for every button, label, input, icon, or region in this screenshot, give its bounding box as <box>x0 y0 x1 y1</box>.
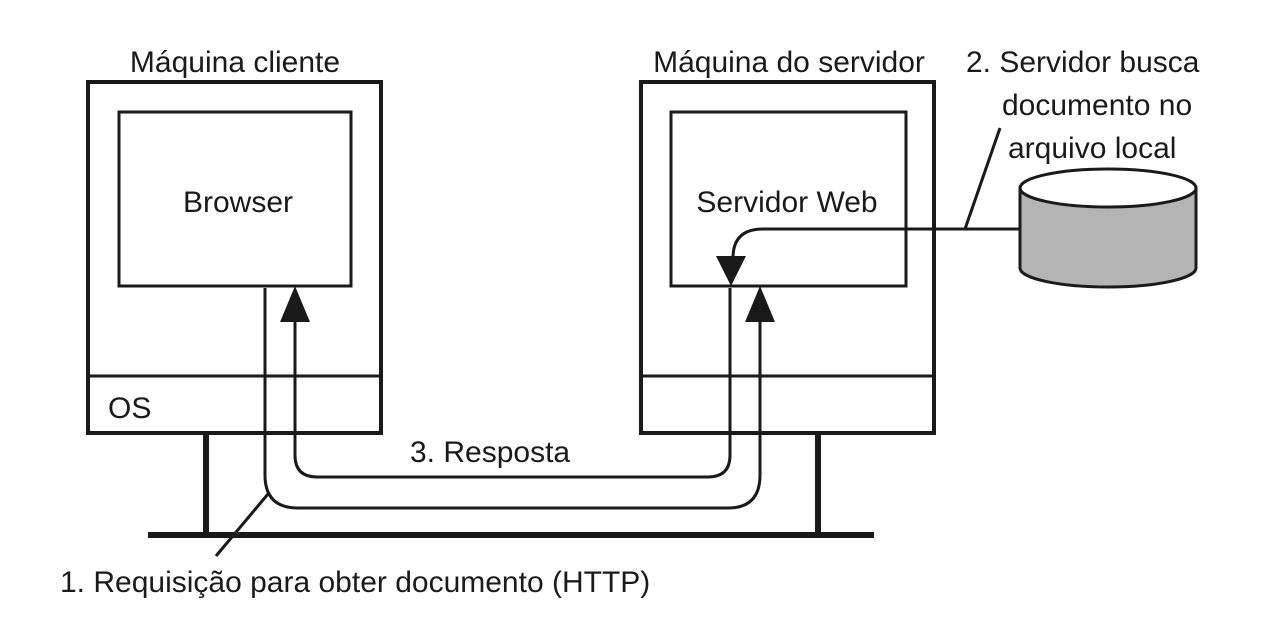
client-machine-title: Máquina cliente <box>130 46 340 79</box>
step2-label-line2: documento no <box>1002 89 1192 122</box>
step1-leader-line <box>214 493 270 557</box>
client-machine: Máquina cliente Browser OS <box>86 46 383 535</box>
browser-label: Browser <box>183 186 293 219</box>
step2-label-line3: arquivo local <box>1008 132 1176 165</box>
step2-label-line1: 2. Servidor busca <box>966 46 1200 79</box>
os-label: OS <box>108 392 151 425</box>
server-machine-frame <box>639 80 936 435</box>
response-path <box>293 288 732 479</box>
step1-label: 1. Requisição para obter documento (HTTP… <box>60 566 650 599</box>
server-machine-title: Máquina do servidor <box>653 46 925 79</box>
browser-window <box>117 110 353 288</box>
web-server-window <box>669 110 908 288</box>
client-machine-frame <box>86 80 383 435</box>
step3-label: 3. Resposta <box>410 436 570 469</box>
step2-leader-line <box>963 127 1002 230</box>
server-machine: Máquina do servidor Servidor Web <box>639 46 936 535</box>
web-server-label: Servidor Web <box>696 186 877 219</box>
disk-fetch-path <box>731 227 1022 259</box>
disk-fetch-arrowhead <box>716 256 746 286</box>
request-arrowhead <box>745 286 775 322</box>
response-arrowhead <box>280 286 310 322</box>
local-disk-icon <box>1018 167 1198 289</box>
request-path <box>263 288 762 510</box>
